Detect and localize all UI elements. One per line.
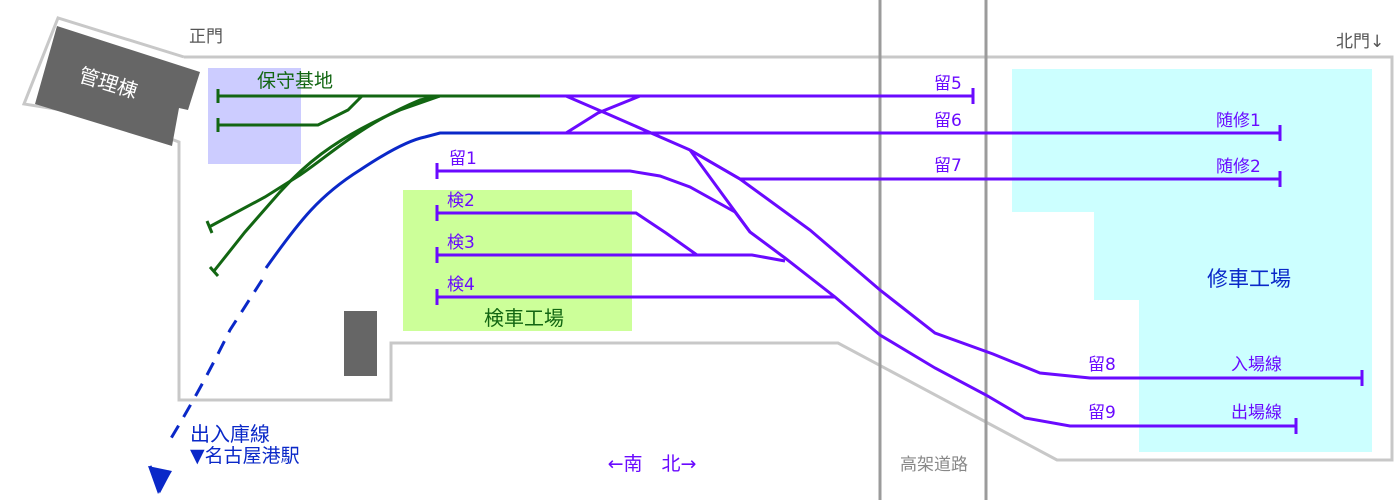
maintenance-base-area [208,68,301,164]
viaduct-road-label: 高架道路 [900,455,968,475]
repair-shop-area [1012,69,1372,452]
stabling-tracks [435,88,1364,434]
main-gate-label: 正門 [189,27,223,47]
repair-shop-label: 修車工場 [1207,267,1291,291]
track-label-exit: 出場線 [1231,403,1282,423]
direction-label: ←南 北→ [608,453,697,475]
track-label-stabling-6: 留6 [934,111,962,131]
track-label-entry: 入場線 [1231,355,1282,375]
admin-building [35,26,200,146]
track-label-temp-repair-2: 随修2 [1216,157,1261,177]
depot-line-label: 出入庫線 [190,422,270,446]
maintenance-base-label: 保守基地 [257,70,333,92]
track-label-stabling-1: 留1 [449,149,477,169]
depot-line-arrow-stem [148,465,172,494]
track-label-inspection-3: 検3 [447,233,475,253]
track-label-inspection-4: 検4 [447,275,475,295]
track-label-temp-repair-1: 随修1 [1216,111,1261,131]
track-label-inspection-2: 検2 [447,191,475,211]
inspection-shop-label: 検車工場 [484,306,564,330]
track-label-stabling-8: 留8 [1088,355,1116,375]
track-label-stabling-9: 留9 [1088,403,1116,423]
track-label-stabling-7: 留7 [934,156,962,176]
depot-boundary [21,16,1394,462]
small-building [344,311,377,376]
track-label-stabling-5: 留5 [934,74,962,94]
north-gate-label: 北門↓ [1336,32,1384,52]
station-label: ▼名古屋港駅 [190,445,300,467]
maintenance-tracks [205,89,540,277]
depot-access-line [168,131,540,441]
